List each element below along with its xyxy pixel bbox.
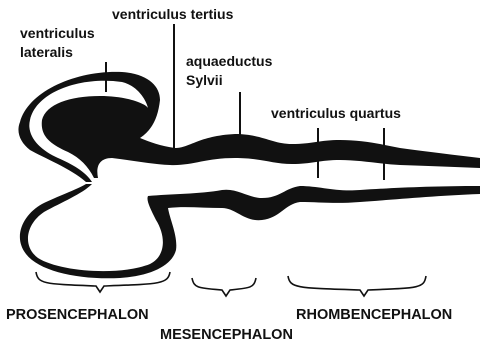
label-aquaeductus-2: Sylvii (186, 72, 223, 88)
label-mesencephalon: MESENCEPHALON (160, 327, 293, 343)
label-aquaeductus-1: aquaeductus (186, 53, 273, 69)
label-ventriculus-lateralis-2: lateralis (20, 44, 73, 60)
bracket-mesencephalon (192, 278, 256, 296)
label-prosencephalon: PROSENCEPHALON (6, 307, 149, 323)
label-ventriculus-tertius: ventriculus tertius (112, 6, 234, 22)
upper-wall (18, 72, 480, 182)
bracket-rhombencephalon (288, 276, 426, 296)
label-ventriculus-quartus: ventriculus quartus (271, 105, 401, 121)
label-ventriculus-lateralis-1: ventriculus (20, 25, 95, 41)
neural-tube-wall (18, 72, 480, 278)
label-rhombencephalon: RHOMBENCEPHALON (296, 307, 452, 323)
